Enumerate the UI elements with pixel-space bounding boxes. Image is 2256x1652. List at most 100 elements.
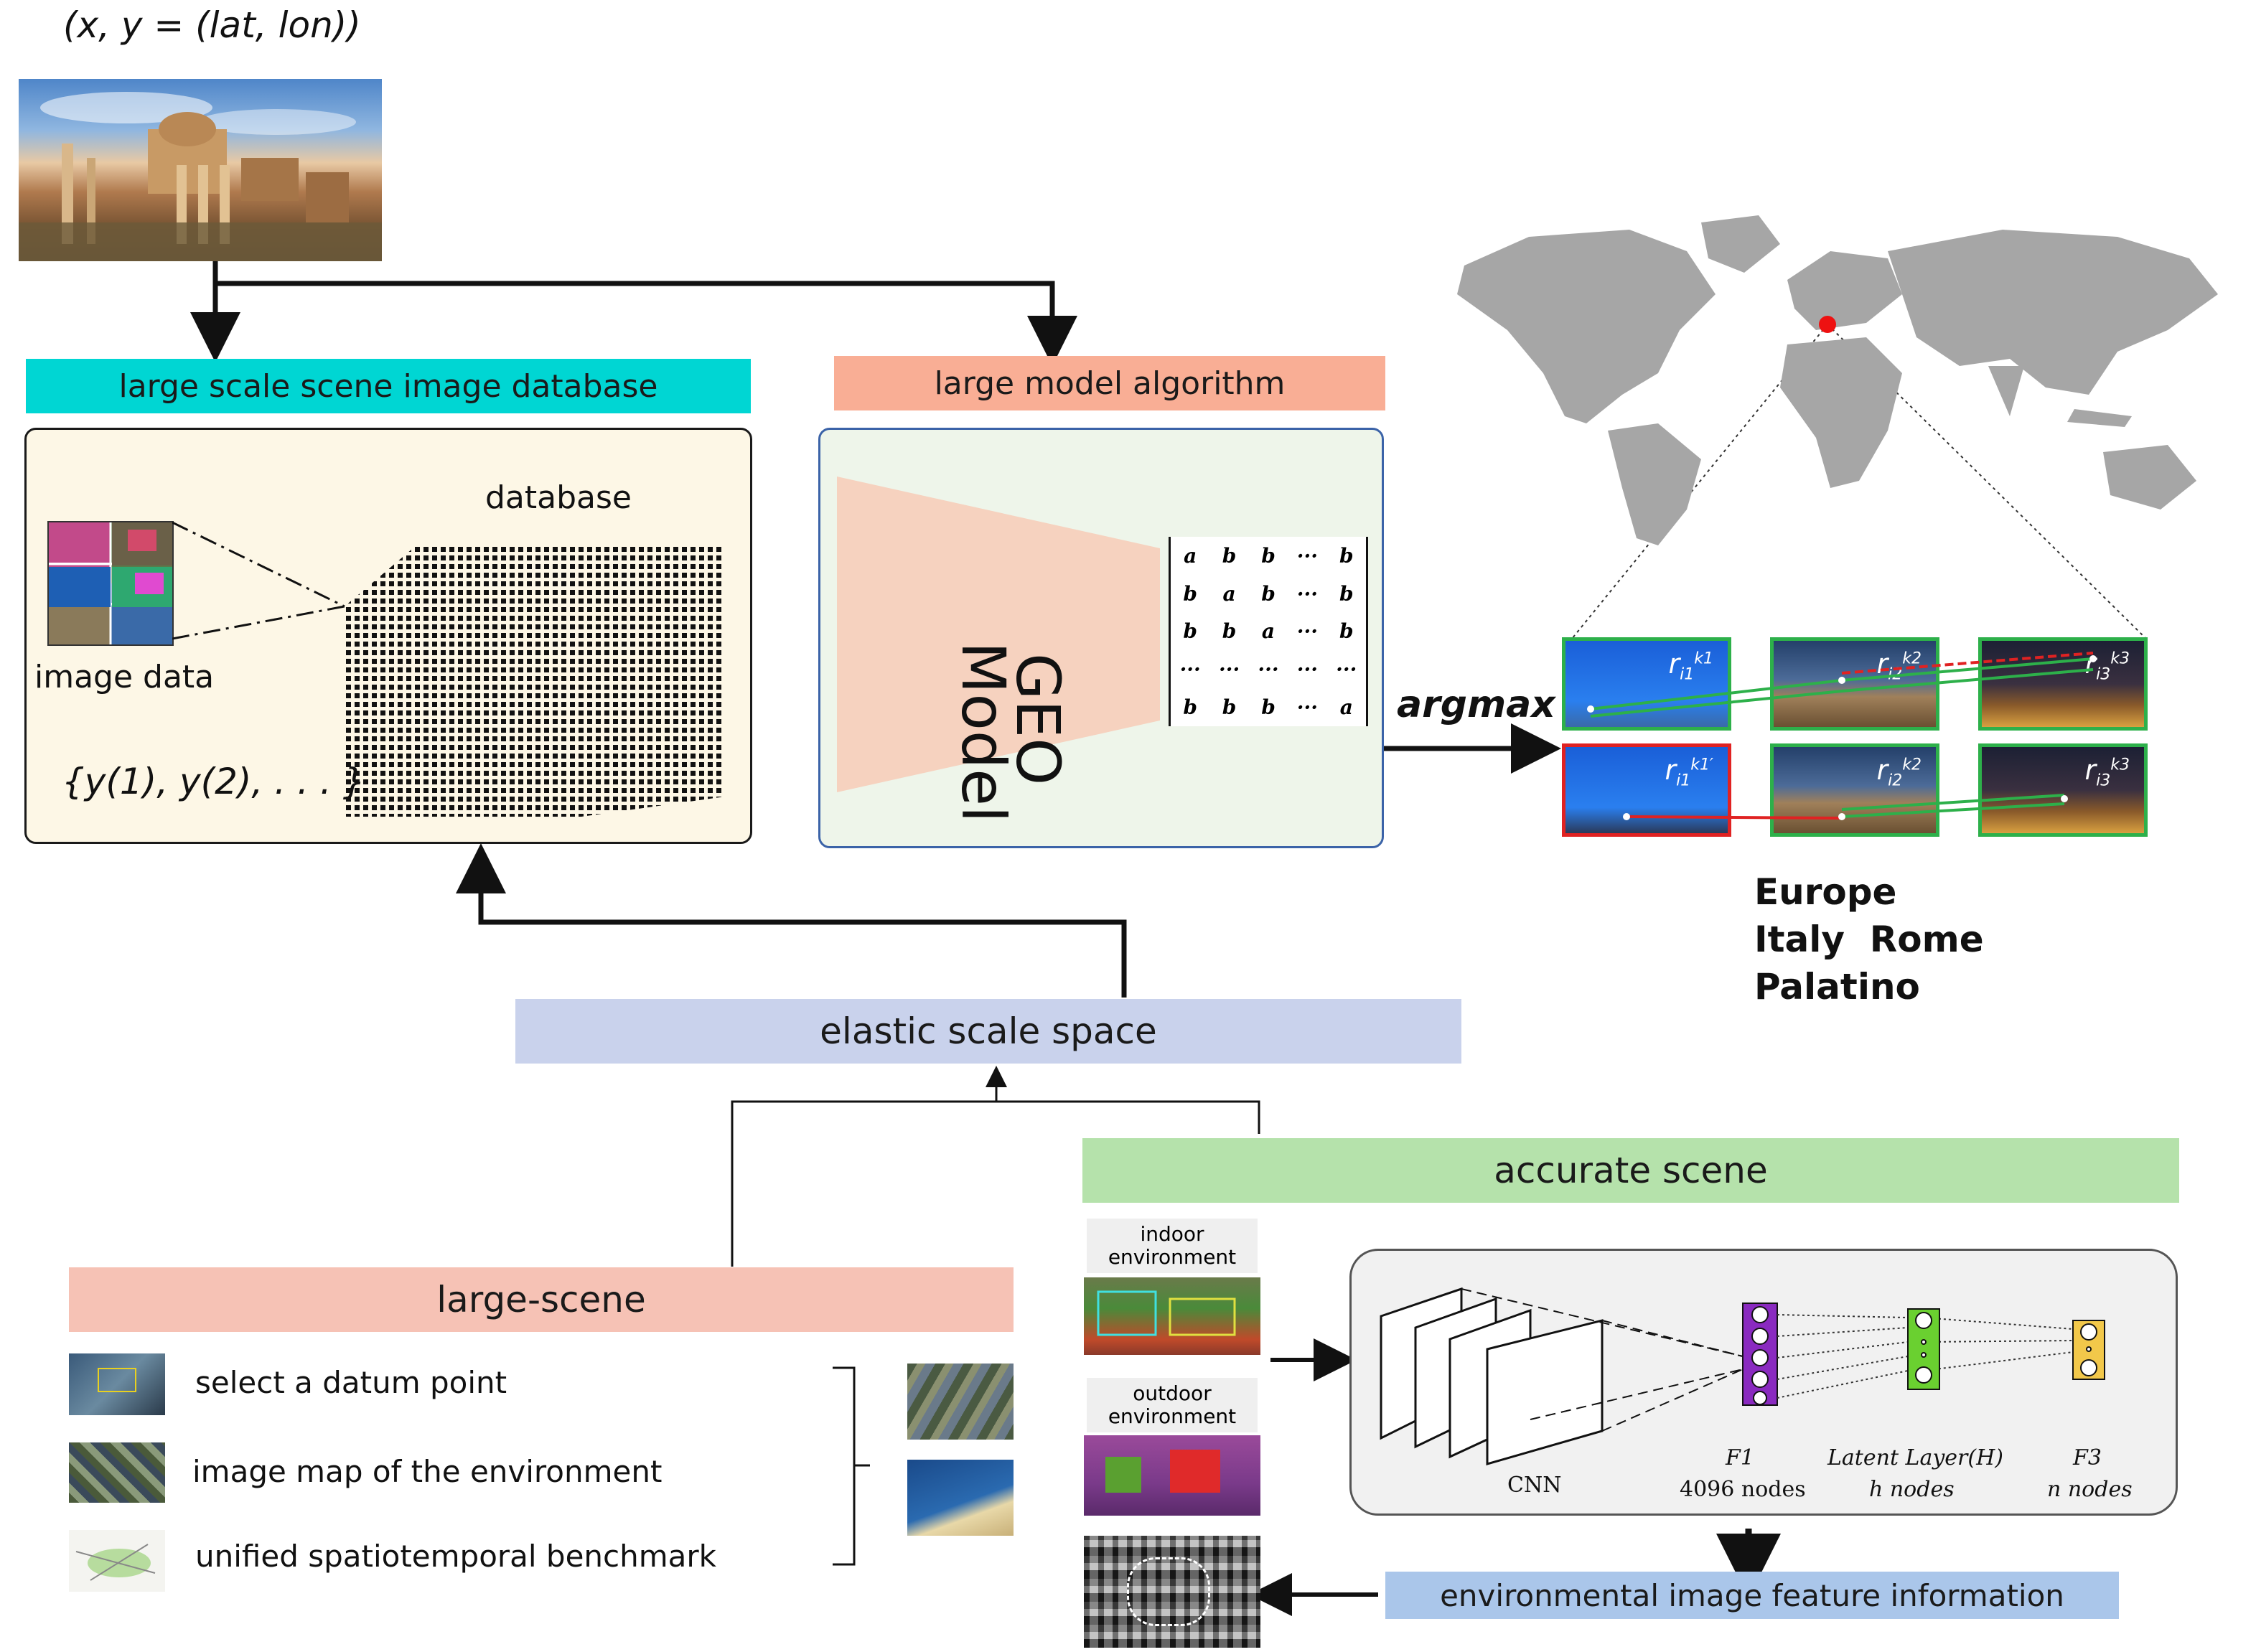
f3-label: F3 [2073,1445,2102,1470]
location-text: Europe Italy Rome Palatino [1754,868,1984,1010]
location-site: Palatino [1754,966,1920,1008]
r-subscript: i2 [1888,771,1903,790]
large-scene-item-2: image map of the environment [192,1454,663,1489]
retrieval-row1-c: ri3k3 [1978,637,2148,731]
r-superscript: k1′ [1690,756,1713,774]
retrieval-row1-a: ri1k1 [1562,637,1731,731]
matrix-grid: a b b ··· b b a b ··· b b b a ··· b ··· … [1171,537,1366,726]
world-map [1457,215,2218,545]
outdoor-label: outdoor environment [1087,1378,1258,1432]
matrix-cell: b [1339,581,1354,606]
r-symbol: r [1876,648,1888,680]
r-superscript: k2 [1902,649,1922,668]
coords-label: (x, y = (lat, lon)) [63,4,361,46]
matrix-cell: b [1222,619,1237,644]
argmax-label: argmax [1397,683,1555,726]
large-scene-item-3: unified spatiotemporal benchmark [195,1539,716,1574]
retrieval-row2-b: ri2k2 [1770,743,1939,837]
matrix-cell: b [1222,543,1237,568]
matrix-cell: ··· [1258,657,1279,682]
location-continent: Europe [1754,871,1897,913]
r-subscript: i3 [2096,771,2111,790]
ruins-illustration [19,92,382,261]
datum-point-thumb [69,1353,165,1415]
environment-map-thumb [69,1442,165,1503]
r-superscript: k3 [2110,756,2130,774]
r-superscript: k1 [1694,649,1713,668]
matrix-cell: ··· [1296,619,1319,644]
location-marker [1819,316,1836,333]
latent-label: Latent Layer(H) [1827,1445,2003,1470]
retrieval-row2-c: ri3k3 [1978,743,2148,837]
latent-nodes-label: h nodes [1869,1477,1955,1502]
r-symbol: r [1665,754,1677,786]
matrix-cell: a [1222,581,1236,606]
outdoor-line2: environment [1108,1404,1237,1428]
outdoor-overlay [1105,1450,1220,1493]
bracket [833,1366,870,1566]
image-data-mosaic [47,521,174,646]
r-symbol: r [1876,754,1888,786]
matrix-cell: b [1222,695,1237,720]
database-banner: large scale scene image database [26,359,751,413]
r-subscript: i1 [1676,771,1691,790]
accurate-scene-banner: accurate scene [1082,1138,2179,1203]
matrix-cell: b [1261,581,1276,606]
network-diagram [1380,1287,2105,1465]
feature-texture [1084,1536,1260,1648]
r-symbol: r [1668,648,1680,680]
match-lines [1587,652,2097,820]
indoor-line1: indoor [1140,1222,1204,1246]
location-city: Italy Rome [1754,919,1984,960]
image-data-label: image data [34,659,215,695]
f1-nodes-label: 4096 nodes [1680,1477,1806,1502]
matrix-cell: b [1339,619,1354,644]
matrix-cell: ··· [1218,657,1240,682]
database-cube [172,521,725,817]
model-line: Model [948,642,1019,823]
retrieval-row2-a: ri1k1′ [1562,743,1731,837]
large-scene-item-1: select a datum point [195,1365,507,1400]
matrix-cell: b [1261,543,1276,568]
geo-model-trapezoid [837,477,1160,792]
feature-info-banner: environmental image feature information [1385,1572,2119,1619]
matrix-cell: b [1183,619,1197,644]
similarity-matrix: a b b ··· b b a b ··· b b b a ··· b ··· … [1169,537,1368,726]
matrix-cell: ··· [1296,543,1319,568]
query-photo [19,79,382,261]
matrix-cell: a [1339,695,1353,720]
outdoor-photo [1084,1435,1260,1516]
elastic-banner: elastic scale space [515,999,1461,1064]
large-scene-banner: large-scene [69,1267,1014,1332]
matrix-cell: ··· [1336,657,1357,682]
aerial-photo-1 [907,1364,1014,1440]
r-superscript: k2 [1902,756,1922,774]
matrix-cell: a [1261,619,1276,644]
aerial-photo-2 [907,1460,1014,1536]
set-label: {y(1), y(2), . . . } [62,761,366,802]
r-subscript: i3 [2096,665,2111,684]
indoor-overlay [1097,1290,1236,1336]
matrix-cell: ··· [1296,581,1319,606]
matrix-cell: b [1339,543,1354,568]
matrix-cell: b [1183,581,1197,606]
f3-nodes-label: n nodes [2047,1477,2133,1502]
matrix-cell: ··· [1179,657,1201,682]
outdoor-line1: outdoor [1133,1381,1212,1405]
f1-text: F1 [1726,1445,1754,1470]
matrix-cell: ··· [1296,695,1319,720]
model-banner: large model algorithm [834,356,1385,410]
indoor-label: indoor environment [1087,1219,1258,1273]
matrix-cell: ··· [1296,657,1319,682]
cnn-label: CNN [1507,1473,1562,1498]
r-symbol: r [2084,754,2097,786]
r-subscript: i1 [1680,665,1695,684]
matrix-cell: a [1184,543,1197,568]
indoor-photo [1084,1277,1260,1355]
database-title: database [485,479,632,516]
matrix-cell: b [1261,695,1276,720]
r-superscript: k3 [2110,649,2130,668]
f1-label: F1 [1726,1445,1754,1470]
benchmark-thumb [69,1530,165,1592]
